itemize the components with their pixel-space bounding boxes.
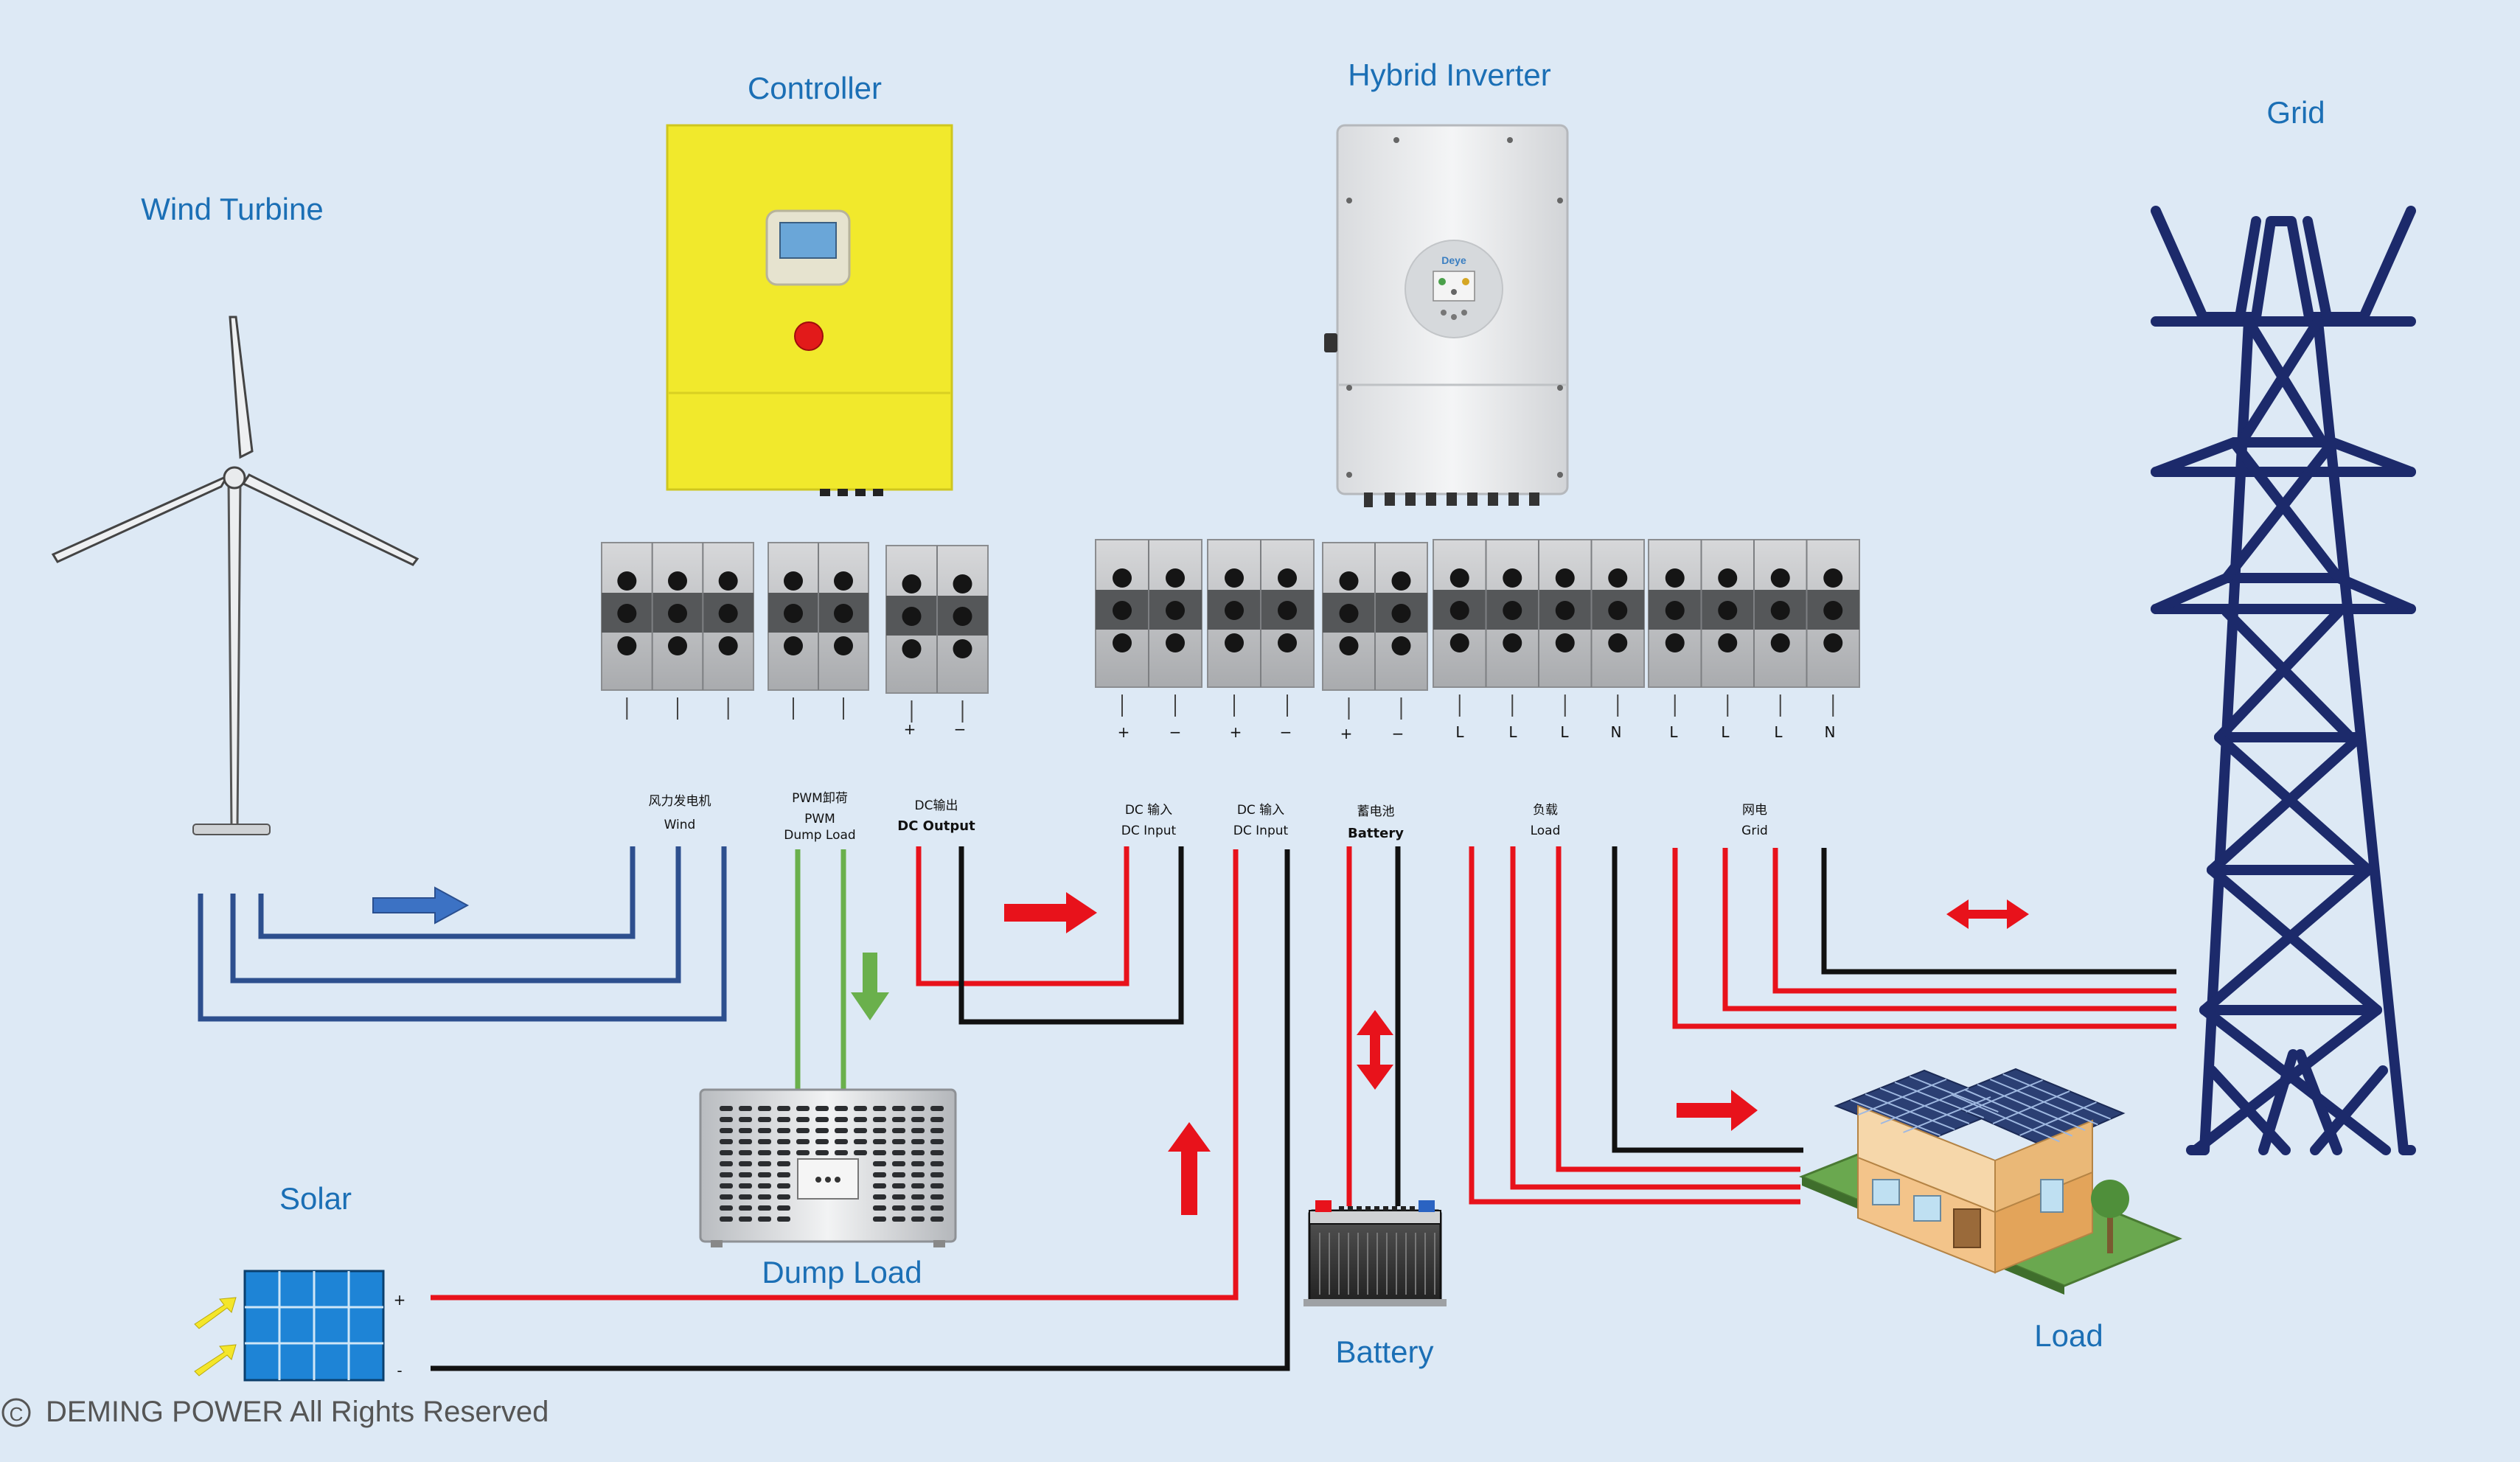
load-title: Load [2034,1318,2103,1353]
polarity-marks: + − + − + − + − L L L N L L L N [904,720,1836,742]
sunlight-arrow-icon [194,1344,237,1376]
battery-term-plus: + [1340,725,1353,742]
dc-input-1-plus: + [1118,723,1130,741]
wind-terminal-cn: 风力发电机 [649,794,711,809]
grid-terminal-en: Grid [1741,824,1768,838]
solar-flow-arrow-icon [1168,1122,1211,1215]
house-load-icon [1799,1068,2182,1295]
wind-flow-arrow-icon [372,886,470,925]
inverter-brand: Deye [1441,254,1466,266]
load-l3: L [1560,723,1569,741]
grid-wires [1672,848,2176,1029]
wind-turbine-title: Wind Turbine [141,192,323,226]
dc-output-minus: − [954,720,967,738]
grid-n: N [1825,723,1836,741]
load-terminal-cn: 负载 [1533,803,1558,818]
grid-terminal-block [1648,539,1860,717]
dc-output-cn: DC输出 [915,798,958,813]
wind-terminal-en: Wind [664,818,696,832]
dc-input-2-plus: + [1230,723,1242,741]
battery-term-minus: − [1392,725,1405,742]
load-terminal-en: Load [1531,824,1561,838]
dc-input-1-en: DC Input [1121,824,1177,838]
grid-title: Grid [2266,95,2325,130]
hybrid-inverter-title: Hybrid Inverter [1348,58,1550,92]
load-l1: L [1455,723,1464,741]
grid-l1: L [1669,723,1678,741]
wind-turbine-icon [51,316,420,835]
dc-input-2-en: DC Input [1233,824,1289,838]
pwm-terminal-en1: PWM [804,812,835,826]
controller-title: Controller [748,71,882,105]
copyright-text: DEMING POWER All Rights Reserved [46,1396,549,1428]
hybrid-inverter-device: Deye [1324,124,1569,507]
pwm-flow-arrow-icon [851,953,889,1020]
grid-terminal-cn: 网电 [1742,803,1767,818]
battery-terminal-en: Battery [1348,826,1404,841]
solar-wires [431,849,1290,1371]
dc-input-2-cn: DC 输入 [1237,803,1284,818]
copyright-symbol: C [10,1403,24,1425]
dc-output-flow-arrow-icon [1004,892,1097,933]
dc-output-terminal-block [885,545,989,723]
pwm-wires [795,849,846,1090]
dc-link-wires [916,846,1184,1025]
wind-terminal-block [601,542,754,720]
battery-terminal-block [1322,542,1428,720]
solar-title: Solar [279,1181,352,1216]
solar-plus: + [394,1291,406,1309]
load-n: N [1611,723,1622,741]
battery-title: Battery [1335,1334,1433,1369]
pwm-terminal-block [768,542,869,720]
load-wires [1469,846,1803,1205]
solar-minus: - [397,1362,402,1379]
dc-output-en: DC Output [897,818,975,834]
load-l2: L [1508,723,1517,741]
dc-input-2-minus: − [1280,723,1292,741]
dc-input-1-terminal-block [1095,539,1202,717]
load-flow-arrow-icon [1677,1090,1758,1131]
dc-input-1-minus: − [1169,723,1182,741]
pwm-terminal-cn: PWM卸荷 [792,791,848,806]
battery-flow-arrow-icon [1357,1010,1393,1090]
sunlight-arrow-icon [194,1297,237,1329]
dump-load-device [699,1088,957,1247]
flow-arrows [372,886,2029,1215]
copyright-notice: C DEMING POWER All Rights Reserved [1,1396,549,1428]
dc-output-plus: + [904,720,916,738]
transmission-tower-icon [2151,206,2416,1155]
battery-icon [1303,1200,1447,1306]
terminal-blocks [601,539,1860,723]
battery-wires [1346,846,1401,1206]
grid-flow-arrow-icon [1946,899,2029,929]
grid-l3: L [1774,723,1783,741]
dc-input-2-terminal-block [1207,539,1315,717]
battery-terminal-cn: 蓄电池 [1357,804,1395,819]
pwm-terminal-en2: Dump Load [784,828,855,843]
terminal-labels: 风力发电机 Wind PWM卸荷 PWM Dump Load DC输出 DC O… [649,791,1768,843]
grid-l2: L [1721,723,1730,741]
load-terminal-block [1433,539,1645,717]
wind-wires [198,846,727,1022]
solar-panel-icon: + - [194,1270,406,1382]
dc-input-1-cn: DC 输入 [1125,803,1172,818]
dump-load-title: Dump Load [762,1255,922,1289]
controller-device [666,124,953,496]
